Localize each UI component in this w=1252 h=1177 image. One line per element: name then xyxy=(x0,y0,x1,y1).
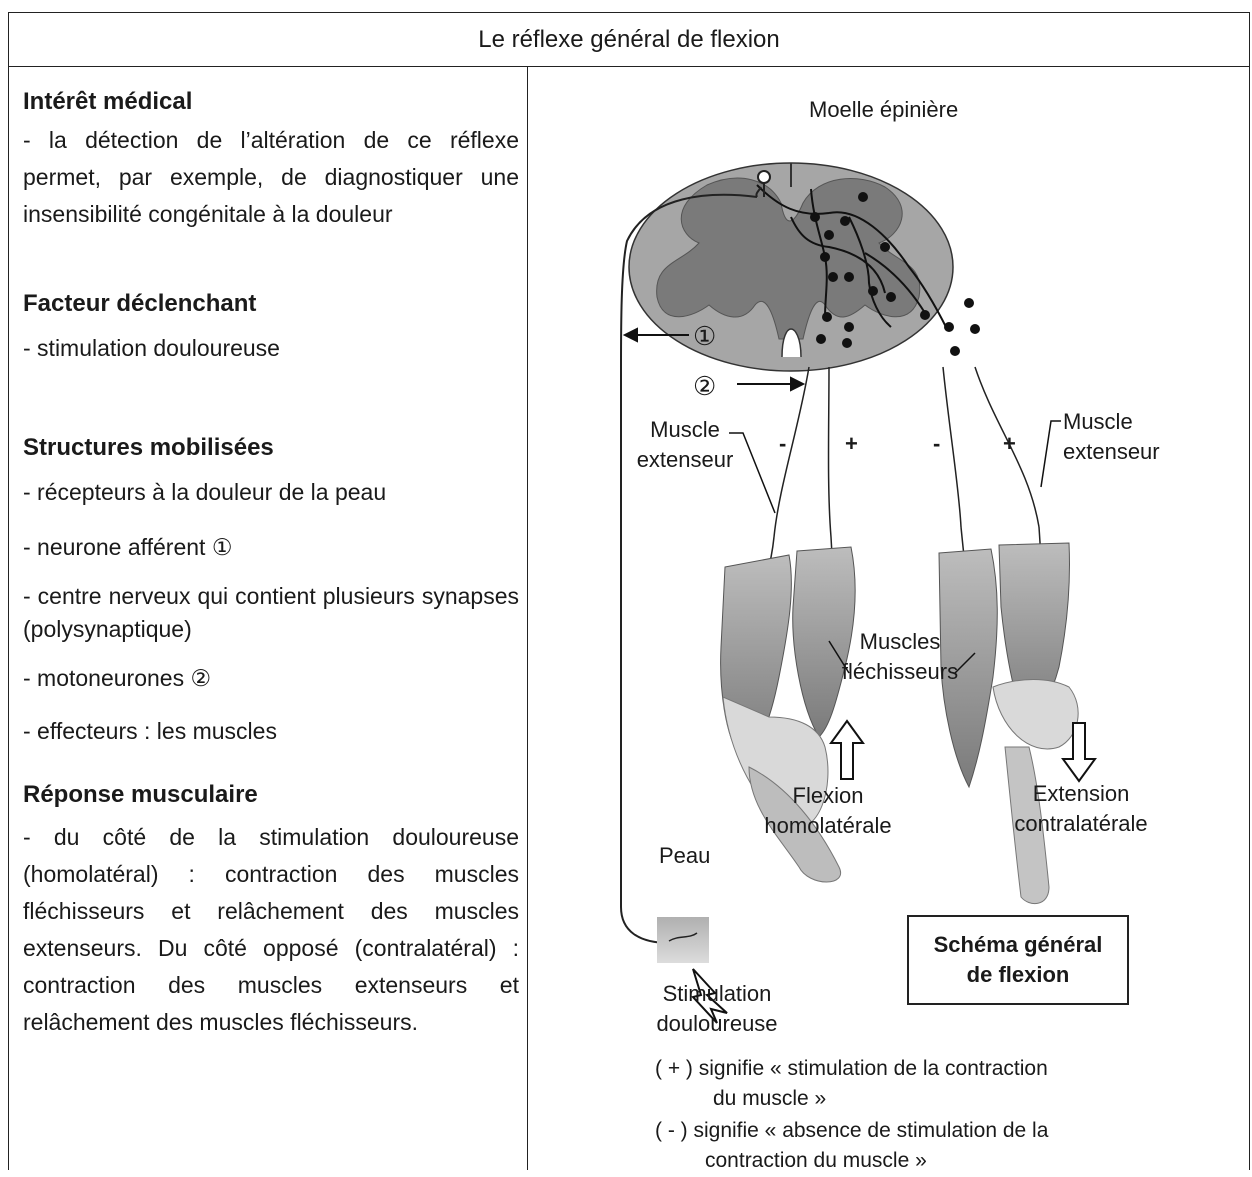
reponse-text: - du côté de la stimulation douloureuse … xyxy=(23,819,519,1041)
text-column: Intérêt médical - la détection de l’alté… xyxy=(23,83,519,1041)
label-extension: Extension contralatérale xyxy=(991,779,1171,839)
heading-facteur: Facteur déclenchant xyxy=(23,285,519,322)
sign-plus-1: + xyxy=(845,429,858,459)
spinal-cord-shape xyxy=(629,163,953,371)
heading-reponse: Réponse musculaire xyxy=(23,776,519,813)
schema-title-box: Schéma général de flexion xyxy=(907,915,1129,1005)
marker-2: ② xyxy=(693,371,716,401)
diagram-column: Moelle épinière ① ② Muscle extenseur - +… xyxy=(529,67,1249,1171)
heading-structures: Structures mobilisées xyxy=(23,429,519,466)
interet-text: - la détection de l’altération de ce réf… xyxy=(23,122,519,233)
label-moelle: Moelle épinière xyxy=(809,95,958,125)
structure-item-3: - centre nerveux qui contient plusieurs … xyxy=(23,580,519,646)
sign-minus-2: - xyxy=(933,429,940,459)
title-text: Le réflexe général de flexion xyxy=(478,26,780,54)
legend-minus-line-2: contraction du muscle » xyxy=(705,1145,927,1177)
legend-plus-line-2: du muscle » xyxy=(713,1083,826,1115)
label-flexion: Flexion homolatérale xyxy=(753,781,903,841)
label-muscle-ext-right: Muscle extenseur xyxy=(1063,407,1193,467)
page-title: Le réflexe général de flexion xyxy=(9,13,1249,67)
label-peau: Peau xyxy=(659,841,710,871)
label-muscle-ext-left: Muscle extenseur xyxy=(623,415,747,475)
legend-minus-line-1: ( - ) signifie « absence de stimulation … xyxy=(655,1115,1048,1147)
marker-1: ① xyxy=(693,321,716,351)
label-stimulation: Stimulation douloureuse xyxy=(647,979,787,1039)
right-leg-muscles xyxy=(939,543,1078,904)
structure-item-5: - effecteurs : les muscles xyxy=(23,713,519,750)
facteur-text: - stimulation douloureuse xyxy=(23,330,519,367)
structure-item-4: - motoneurones ② xyxy=(23,660,519,697)
flexion-reflex-diagram xyxy=(529,67,1249,1171)
structure-item-2: - neurone afférent ① xyxy=(23,529,519,566)
structure-item-1: - récepteurs à la douleur de la peau xyxy=(23,474,519,511)
label-muscles-flech: Muscles fléchisseurs xyxy=(825,627,975,687)
column-divider xyxy=(527,67,528,1170)
arrow-marker-2 xyxy=(737,378,803,390)
sign-plus-2: + xyxy=(1003,429,1016,459)
flexion-up-arrow xyxy=(831,721,863,779)
sign-minus-1: - xyxy=(779,429,786,459)
legend-plus-line-1: ( + ) signifie « stimulation de la contr… xyxy=(655,1053,1048,1085)
heading-interet: Intérêt médical xyxy=(23,83,519,120)
skin-patch xyxy=(657,917,709,963)
document-sheet: Le réflexe général de flexion Intérêt mé… xyxy=(8,12,1250,1170)
schema-title-line-2: de flexion xyxy=(967,960,1070,990)
schema-title-line-1: Schéma général xyxy=(934,930,1103,960)
